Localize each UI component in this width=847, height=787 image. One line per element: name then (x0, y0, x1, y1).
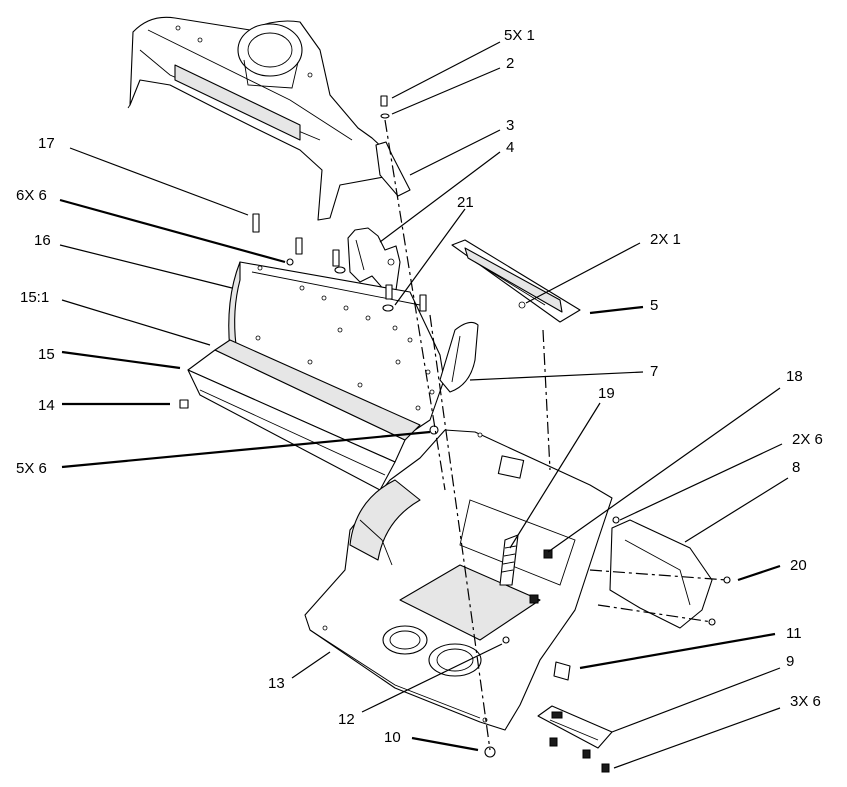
callout-9: 9 (786, 653, 794, 670)
chute-lever-bracket (537, 705, 613, 749)
callout-11: 11 (786, 625, 802, 642)
callout-2x6: 2X 6 (792, 431, 823, 448)
callout-16: 16 (34, 232, 51, 249)
fasteners (179, 95, 731, 773)
callout-labels: 5X 1 2 3 4 17 21 2X 1 6X 6 16 5 15:1 15 … (16, 27, 823, 746)
callout-20: 20 (790, 557, 807, 574)
callout-5x6: 5X 6 (16, 460, 47, 477)
callout-2: 2 (506, 55, 514, 72)
callout-3x6: 3X 6 (790, 693, 821, 710)
callout-3: 3 (506, 117, 514, 134)
callout-18: 18 (786, 368, 803, 385)
callout-14: 14 (38, 397, 55, 414)
callout-10: 10 (384, 729, 401, 746)
side-panel (609, 519, 713, 629)
callout-5x1: 5X 1 (504, 27, 535, 44)
callout-2x1: 2X 1 (650, 231, 681, 248)
main-housing (304, 429, 613, 731)
leader-lines (59, 41, 789, 769)
alignment-lines (384, 119, 728, 751)
latch (529, 549, 553, 604)
callout-4: 4 (506, 139, 514, 156)
callout-12: 12 (338, 711, 355, 728)
knob (553, 661, 571, 681)
callout-15-1: 15:1 (20, 289, 49, 306)
callout-6x6: 6X 6 (16, 187, 47, 204)
callout-17: 17 (38, 135, 55, 152)
auger-housing-top (127, 16, 396, 221)
side-bracket (439, 321, 479, 393)
control-panel (451, 239, 581, 323)
callout-13: 13 (268, 675, 285, 692)
callout-5: 5 (650, 297, 658, 314)
callout-19: 19 (598, 385, 615, 402)
callout-8: 8 (792, 459, 800, 476)
shave-plate (187, 335, 421, 491)
callout-21: 21 (457, 194, 474, 211)
callout-15: 15 (38, 346, 55, 363)
callout-7: 7 (650, 363, 658, 380)
